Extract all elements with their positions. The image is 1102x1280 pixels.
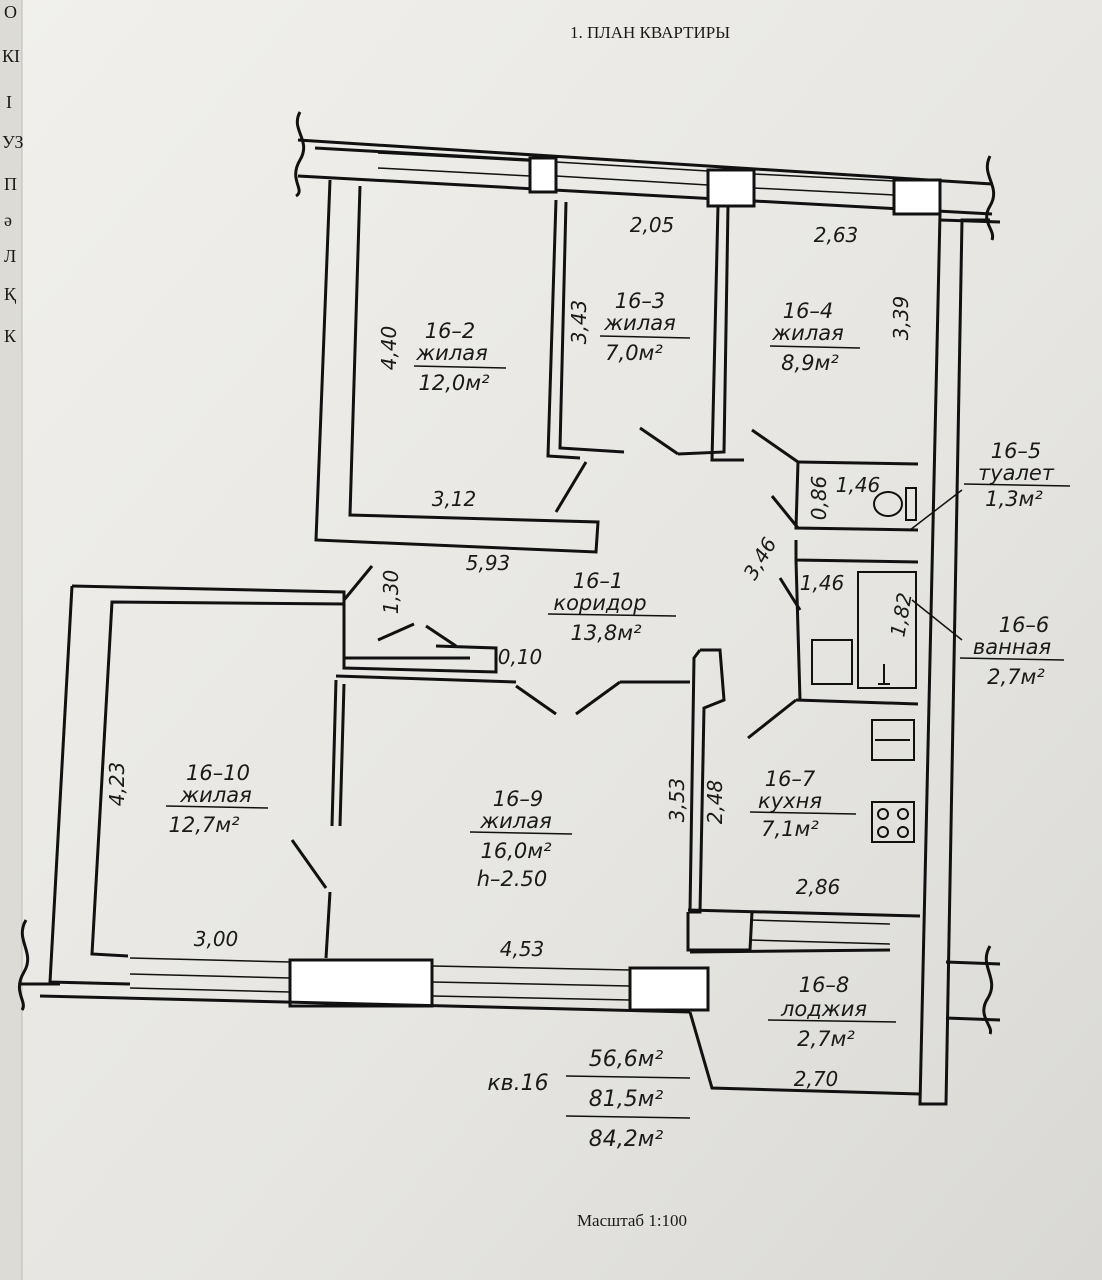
room-number: 16–7 bbox=[765, 767, 816, 791]
room-16-1: 16–1 коридор 13,8м² bbox=[547, 569, 677, 645]
dimension-label: 4,53 bbox=[500, 937, 545, 961]
room-type: жилая bbox=[603, 311, 676, 335]
room-type: ванная bbox=[973, 635, 1051, 659]
margin-char: КІ bbox=[2, 46, 20, 66]
room-number: 16–4 bbox=[783, 299, 834, 323]
room-number: 16–8 bbox=[799, 973, 850, 997]
dimension-label: 2,48 bbox=[703, 780, 727, 825]
ceiling-height: h–2.50 bbox=[477, 867, 548, 891]
room-number: 16–9 bbox=[493, 787, 544, 811]
dimensions: 2,05 2,63 4,40 3,43 3,39 3,12 5,93 1,30 … bbox=[105, 213, 917, 1091]
room-area: 12,7м² bbox=[168, 813, 240, 837]
room-number: 16–3 bbox=[615, 289, 666, 313]
room-type: коридор bbox=[553, 591, 646, 615]
room-16-5: 16–5 туалет 1,3м² bbox=[963, 439, 1071, 511]
area-summary: кв.16 56,6м² 81,5м² 84,2м² bbox=[487, 1047, 691, 1152]
margin-char: Қ bbox=[4, 284, 17, 304]
room-area: 7,1м² bbox=[761, 817, 819, 841]
room-16-3: 16–3 жилая 7,0м² bbox=[599, 289, 691, 365]
dimension-label: 3,53 bbox=[665, 778, 689, 823]
room-type: жилая bbox=[771, 321, 844, 345]
dimension-label: 1,46 bbox=[800, 571, 845, 595]
margin-char: К bbox=[4, 326, 17, 346]
room-type: кухня bbox=[758, 789, 822, 813]
dimension-label: 3,39 bbox=[889, 296, 913, 341]
room-type: жилая bbox=[479, 809, 552, 833]
room-16-7: 16–7 кухня 7,1м² bbox=[749, 767, 857, 841]
room-16-9: 16–9 жилая 16,0м² h–2.50 bbox=[469, 787, 573, 891]
room-area: 2,7м² bbox=[987, 665, 1045, 689]
room-number: 16–1 bbox=[573, 569, 624, 593]
dimension-label: 3,00 bbox=[194, 927, 239, 951]
room-number: 16–6 bbox=[999, 613, 1050, 637]
plan-title: 1. ПЛАН КВАРТИРЫ bbox=[570, 23, 730, 42]
room-16-10: 16–10 жилая 12,7м² bbox=[165, 761, 269, 837]
room-type: лоджия bbox=[780, 997, 867, 1021]
scale-label: Масштаб 1:100 bbox=[577, 1211, 687, 1230]
room-area: 8,9м² bbox=[781, 351, 839, 375]
margin-char: ә bbox=[4, 210, 12, 230]
room-area: 1,3м² bbox=[985, 487, 1043, 511]
dimension-label: 1,30 bbox=[379, 570, 403, 615]
dimension-label: 1,46 bbox=[836, 473, 881, 497]
dimension-label: 3,12 bbox=[432, 487, 477, 511]
dimension-label: 2,05 bbox=[630, 213, 675, 237]
room-number: 16–10 bbox=[186, 761, 250, 785]
room-labels: 16–2 жилая 12,0м² 16–3 жилая 7,0м² 16–4 … bbox=[165, 289, 1071, 1051]
dimension-label: 0,86 bbox=[807, 476, 831, 521]
area-living: 56,6м² bbox=[589, 1047, 664, 1072]
dimension-label: 4,23 bbox=[105, 762, 129, 807]
margin-char: П bbox=[4, 174, 17, 194]
area-with-loggia: 84,2м² bbox=[589, 1127, 664, 1152]
margin-char: Л bbox=[4, 246, 16, 266]
dimension-label: 0,10 bbox=[498, 645, 543, 669]
room-16-8: 16–8 лоджия 2,7м² bbox=[767, 973, 897, 1051]
room-type: жилая bbox=[179, 783, 252, 807]
room-area: 12,0м² bbox=[418, 371, 490, 395]
dimension-label: 4,40 bbox=[377, 326, 401, 371]
room-area: 7,0м² bbox=[605, 341, 663, 365]
dimension-label: 3,43 bbox=[567, 300, 591, 345]
margin-text: О КІ І УЗ П ә Л Қ К bbox=[2, 2, 24, 346]
room-area: 13,8м² bbox=[570, 621, 642, 645]
room-number: 16–5 bbox=[991, 439, 1042, 463]
room-type: туалет bbox=[978, 461, 1055, 485]
adjacent-page-edge bbox=[0, 0, 22, 1280]
dimension-label: 2,63 bbox=[814, 223, 859, 247]
margin-char: І bbox=[6, 92, 12, 112]
dimension-label: 5,93 bbox=[466, 551, 511, 575]
room-type: жилая bbox=[415, 341, 488, 365]
room-16-6: 16–6 ванная 2,7м² bbox=[959, 613, 1065, 689]
margin-char: УЗ bbox=[2, 132, 24, 152]
walls bbox=[17, 111, 1001, 1106]
room-16-4: 16–4 жилая 8,9м² bbox=[769, 299, 861, 375]
room-16-2: 16–2 жилая 12,0м² bbox=[413, 319, 507, 395]
margin-char: О bbox=[4, 2, 17, 22]
dimension-label: 2,70 bbox=[794, 1067, 839, 1091]
apartment-number: кв.16 bbox=[487, 1071, 548, 1096]
area-total: 81,5м² bbox=[589, 1087, 664, 1112]
dimension-label: 2,86 bbox=[796, 875, 841, 899]
room-number: 16–2 bbox=[425, 319, 476, 343]
room-area: 16,0м² bbox=[480, 839, 552, 863]
room-area: 2,7м² bbox=[797, 1027, 855, 1051]
